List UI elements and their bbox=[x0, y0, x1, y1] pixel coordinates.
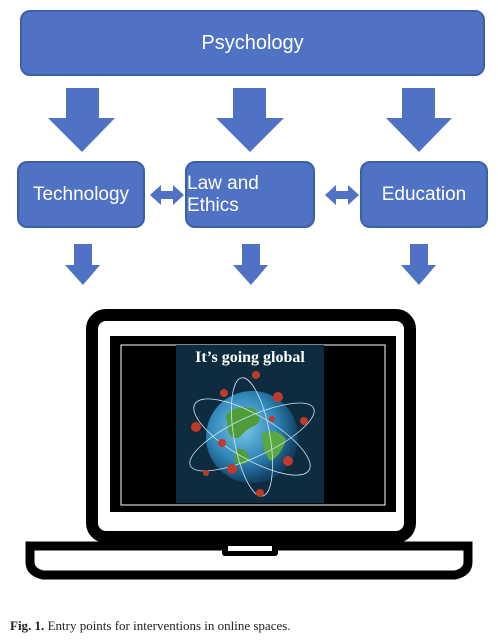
technology-box: Technology bbox=[17, 161, 145, 228]
caption-text: Entry points for interventions in online… bbox=[47, 618, 291, 633]
education-box: Education bbox=[360, 161, 488, 228]
screen-headline: It’s going global bbox=[195, 349, 305, 366]
down-arrow-education bbox=[386, 88, 452, 152]
down-arrow-law bbox=[216, 88, 284, 152]
law-ethics-label: Law and Ethics bbox=[187, 172, 259, 216]
small-down-arrow-education bbox=[401, 244, 436, 285]
globe-icon bbox=[189, 371, 315, 497]
down-arrow-technology bbox=[48, 88, 115, 152]
small-down-arrow-technology bbox=[65, 244, 100, 285]
caption-label: Fig. 1. bbox=[10, 618, 45, 633]
figure-caption: Fig. 1. Entry points for interventions i… bbox=[10, 618, 291, 634]
psychology-box: Psychology bbox=[20, 10, 485, 76]
double-arrow-tech-law bbox=[150, 185, 184, 205]
small-down-arrow-law bbox=[233, 244, 268, 285]
double-arrow-law-edu bbox=[325, 185, 359, 205]
education-label: Education bbox=[381, 183, 467, 205]
psychology-label: Psychology bbox=[201, 31, 304, 54]
screen-image: It’s going global bbox=[176, 345, 324, 503]
technology-label: Technology bbox=[32, 183, 130, 205]
law-ethics-box: Law and Ethics bbox=[185, 161, 315, 228]
